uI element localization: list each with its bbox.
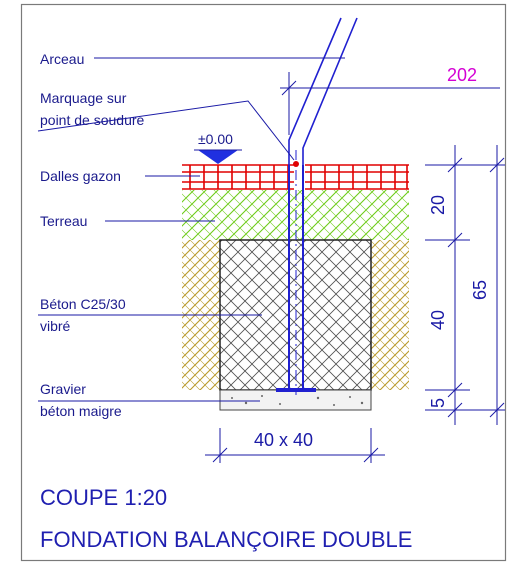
- dim-202: [280, 72, 500, 135]
- label-beton-1: Béton C25/30: [40, 296, 126, 312]
- dim-vertical-chain: [425, 145, 505, 425]
- label-marquage-2: point de soudure: [40, 112, 145, 128]
- dim-width: [205, 428, 385, 463]
- dim-65-label: 65: [470, 280, 490, 300]
- weld-point-marker: [293, 161, 299, 167]
- dim-5-label: 5: [428, 398, 448, 408]
- label-dalles-gazon: Dalles gazon: [40, 168, 121, 184]
- leader-lines: [37, 57, 345, 402]
- dim-202-label: 202: [447, 65, 477, 85]
- dim-40-label: 40: [428, 310, 448, 330]
- label-arceau: Arceau: [40, 51, 84, 67]
- dim-width-label: 40 x 40: [254, 430, 313, 450]
- gravel-dots: [231, 395, 364, 406]
- label-marquage-1: Marquage sur: [40, 90, 127, 106]
- label-terreau: Terreau: [40, 213, 87, 229]
- label-beton-maigre: béton maigre: [40, 403, 122, 419]
- title-scale: COUPE 1:20: [40, 485, 167, 510]
- earth-hatch-right: [371, 240, 409, 390]
- base-plate: [276, 388, 316, 392]
- post: [288, 165, 304, 390]
- arceau-tube: [288, 17, 358, 165]
- level-label: ±0.00: [198, 131, 233, 147]
- drawing-frame: [20, 3, 507, 562]
- title-name: FONDATION BALANÇOIRE DOUBLE: [40, 527, 412, 552]
- label-gravier: Gravier: [40, 381, 86, 397]
- dim-20-label: 20: [428, 195, 448, 215]
- label-beton-2: vibré: [40, 318, 71, 334]
- grass-slabs: [182, 164, 409, 190]
- level-triangle: [198, 150, 238, 164]
